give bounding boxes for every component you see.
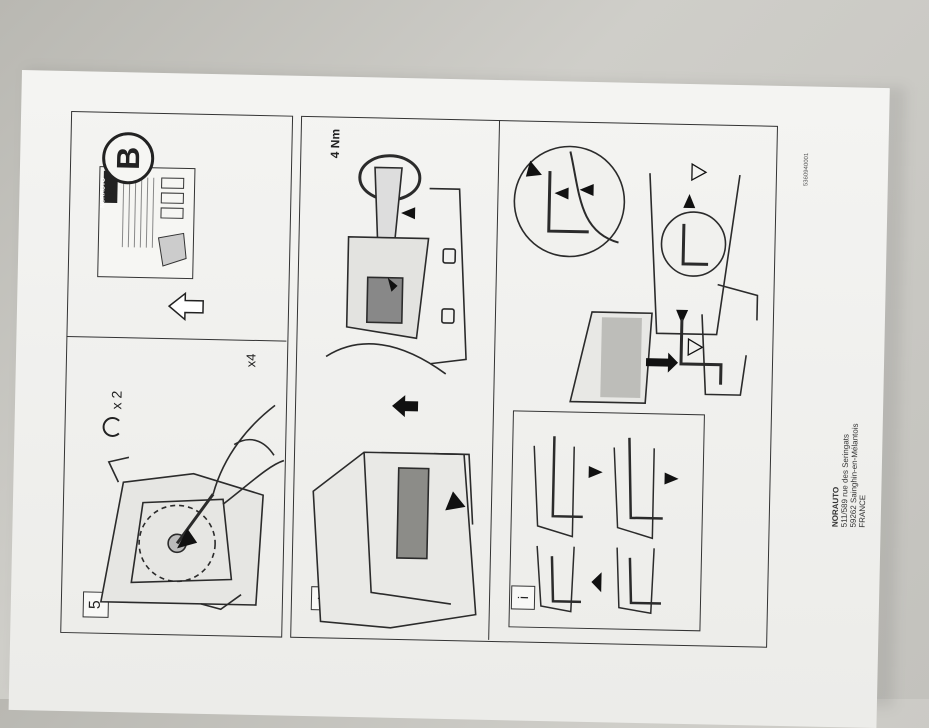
manual-booklet-illustration	[97, 166, 196, 280]
clamp-tightening-illustration	[99, 404, 285, 611]
version-letter: B	[109, 146, 147, 171]
rail-mount-illustration	[569, 311, 747, 404]
mini-brand: NORAUTO	[100, 177, 107, 208]
rail-hook-detail-illustration	[513, 145, 759, 357]
document-code: 5360940001	[803, 152, 811, 187]
manufacturer-address: NORAUTO 511/589 rue des Seringats 59262 …	[831, 347, 871, 527]
hook-adjustment-illustration	[533, 436, 679, 615]
foam-pad-illustration	[312, 451, 477, 629]
mini-code: XX	[108, 185, 116, 196]
up-arrow-solid-icon	[392, 395, 419, 418]
torque-wrench-illustration	[325, 154, 467, 375]
instruction-sheet: 5 x 2 x4 NORAUTO XX B	[8, 70, 890, 728]
up-arrow-icon	[167, 291, 204, 322]
